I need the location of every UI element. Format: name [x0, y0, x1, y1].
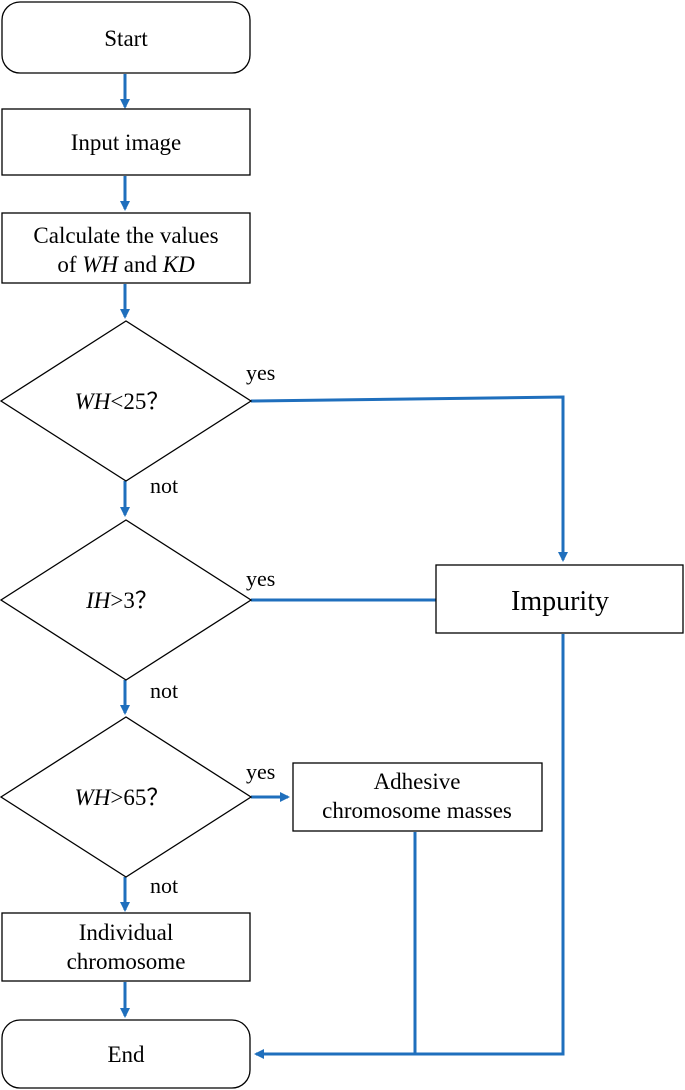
decision-ih-gt-3-label: IH>3？ — [85, 588, 158, 613]
decision-wh-gt-65: WH>65？ — [0, 716, 253, 878]
decision-wh-lt-25: WH<25？ — [0, 320, 253, 482]
node-impurity-label: Impurity — [511, 586, 609, 617]
edge-label-d2-yes: yes — [246, 566, 275, 591]
node-adhesive-line2: chromosome masses — [322, 798, 512, 823]
node-end-label: End — [107, 1042, 145, 1067]
decision-ih-gt-3: IH>3？ — [0, 519, 253, 681]
edge-label-d2-not: not — [150, 678, 178, 703]
edge-label-d3-yes: yes — [246, 759, 275, 784]
node-input-image-label: Input image — [71, 130, 182, 155]
node-individual-line2: chromosome — [67, 949, 186, 974]
node-individual: Individual chromosome — [1, 912, 251, 982]
decision-wh-lt-25-label: WH<25？ — [75, 389, 170, 414]
edge-labels: yes not yes not yes not — [150, 360, 275, 898]
node-calculate-line2: of WH and KD — [57, 252, 195, 277]
node-input-image: Input image — [1, 108, 251, 176]
edge-label-d3-not: not — [150, 873, 178, 898]
node-calculate: Calculate the values of WH and KD — [1, 212, 251, 284]
node-end: End — [1, 1019, 251, 1089]
edge-impurity-to-end — [254, 634, 565, 1059]
node-adhesive-line1: Adhesive — [374, 769, 461, 794]
node-individual-line1: Individual — [79, 920, 174, 945]
decision-wh-gt-65-label: WH>65？ — [75, 785, 170, 810]
edge-d1-yes-to-impurity — [250, 395, 568, 562]
node-adhesive: Adhesive chromosome masses — [292, 762, 543, 832]
edge-label-d1-not: not — [150, 473, 178, 498]
node-impurity: Impurity — [435, 564, 684, 634]
edge-label-d1-yes: yes — [246, 360, 275, 385]
node-start: Start — [1, 1, 251, 74]
node-start-label: Start — [104, 26, 148, 51]
connectors — [120, 74, 568, 1059]
node-calculate-line1: Calculate the values — [33, 223, 218, 248]
